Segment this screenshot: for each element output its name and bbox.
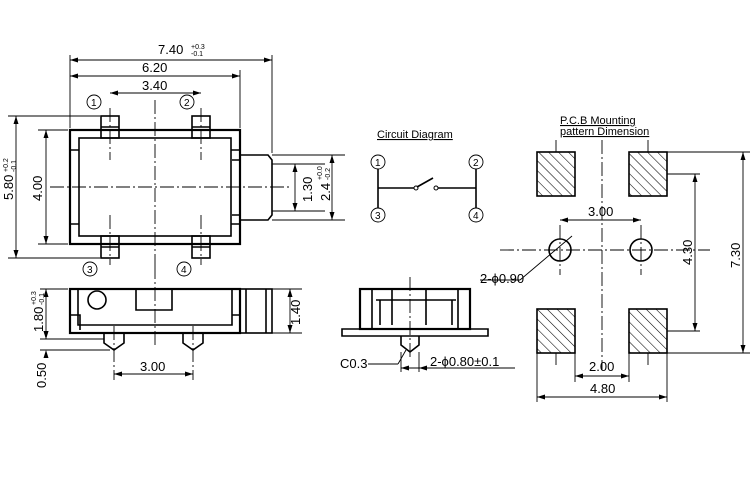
dim-overall-height-tol-minus: -0.1 — [11, 160, 18, 172]
dim-front-height-tol-plus: +0.3 — [31, 291, 38, 305]
dim-actuator-span-tol-plus: +0.0 — [317, 166, 324, 180]
pin-4-marker — [176, 261, 192, 277]
side-base-plate — [341, 328, 489, 337]
dim-actuator-height: 1.30 — [300, 177, 315, 202]
side-peg — [400, 336, 420, 354]
pin-1-marker — [86, 94, 102, 110]
pin-2-label: 2 — [184, 98, 190, 109]
body-notches — [70, 149, 240, 225]
pcb-title-line1: P.C.B Mounting — [560, 115, 636, 127]
pad-top-right — [628, 151, 668, 197]
side-chamfer-label: C0.3 — [340, 356, 367, 371]
pin-4-label: 4 — [181, 265, 187, 276]
pad-bottom-right — [628, 308, 668, 354]
circuit-pin-4-label: 4 — [473, 211, 479, 222]
pin-2-marker — [179, 94, 195, 110]
side-view: C0.3 2-ϕ0.80±0.1 — [340, 277, 515, 372]
front-view: 1.80 +0.3 -0.1 0.50 1.40 3.00 — [31, 265, 303, 388]
side-body — [358, 287, 472, 331]
pcb-hole-dim: 2-ϕ0.90 — [480, 271, 524, 286]
pcb-hole-spacing: 3.00 — [588, 204, 613, 219]
dim-body-height: 4.00 — [30, 176, 45, 201]
pcb-overall-w: 4.80 — [590, 381, 615, 396]
circuit-pin-3-label: 3 — [375, 211, 381, 222]
pin-1-label: 1 — [91, 98, 97, 109]
dim-standoff: 0.50 — [34, 363, 49, 388]
front-window — [135, 289, 173, 311]
circuit-pin-1-label: 1 — [375, 158, 381, 169]
dim-overall-width-tol-plus: +0.3 — [191, 44, 205, 51]
dim-front-height-tol-minus: -0.1 — [39, 293, 46, 305]
dim-actuator-span-tol-minus: -0.2 — [325, 168, 332, 180]
pad-top-left — [536, 151, 576, 197]
front-actuator — [239, 288, 273, 334]
top-view: 7.40 +0.3 -0.1 6.20 3.40 1 2 3 4 5.80 +0… — [1, 42, 345, 277]
dim-front-actuator-height: 1.40 — [288, 300, 303, 325]
pin-3-label: 3 — [87, 265, 93, 276]
pin-3-marker — [82, 261, 98, 277]
side-peg-dim: 2-ϕ0.80±0.1 — [430, 354, 499, 369]
pcb-pad-pitch-v: 4.30 — [680, 240, 695, 265]
dim-actuator-span: 2.4 — [318, 183, 333, 201]
circuit-pin-2-label: 2 — [473, 158, 479, 169]
slide-actuator — [240, 154, 273, 221]
pad-bottom-left — [536, 308, 576, 354]
dim-body-width: 6.20 — [142, 60, 167, 75]
dim-pin-pitch: 3.40 — [142, 78, 167, 93]
dim-overall-height: 5.80 — [1, 175, 16, 200]
circuit-title: Circuit Diagram — [377, 129, 453, 141]
dim-overall-width-tol-minus: -0.1 — [191, 51, 203, 58]
dim-overall-width: 7.40 — [158, 42, 183, 57]
dim-peg-spacing: 3.00 — [140, 359, 165, 374]
pcb-pad-gap: 2.00 — [589, 359, 614, 374]
front-post — [87, 290, 107, 310]
pcb-mounting-pattern: P.C.B Mounting pattern Dimension 3.00 2-… — [480, 115, 750, 402]
pcb-overall-v: 7.30 — [728, 243, 743, 268]
dim-front-height: 1.80 — [31, 307, 46, 332]
dim-overall-height-tol-plus: +0.2 — [3, 158, 10, 172]
pcb-title-line2: pattern Dimension — [560, 126, 649, 138]
circuit-diagram: Circuit Diagram 1 2 3 4 — [370, 129, 484, 223]
switch-contact — [416, 177, 434, 188]
